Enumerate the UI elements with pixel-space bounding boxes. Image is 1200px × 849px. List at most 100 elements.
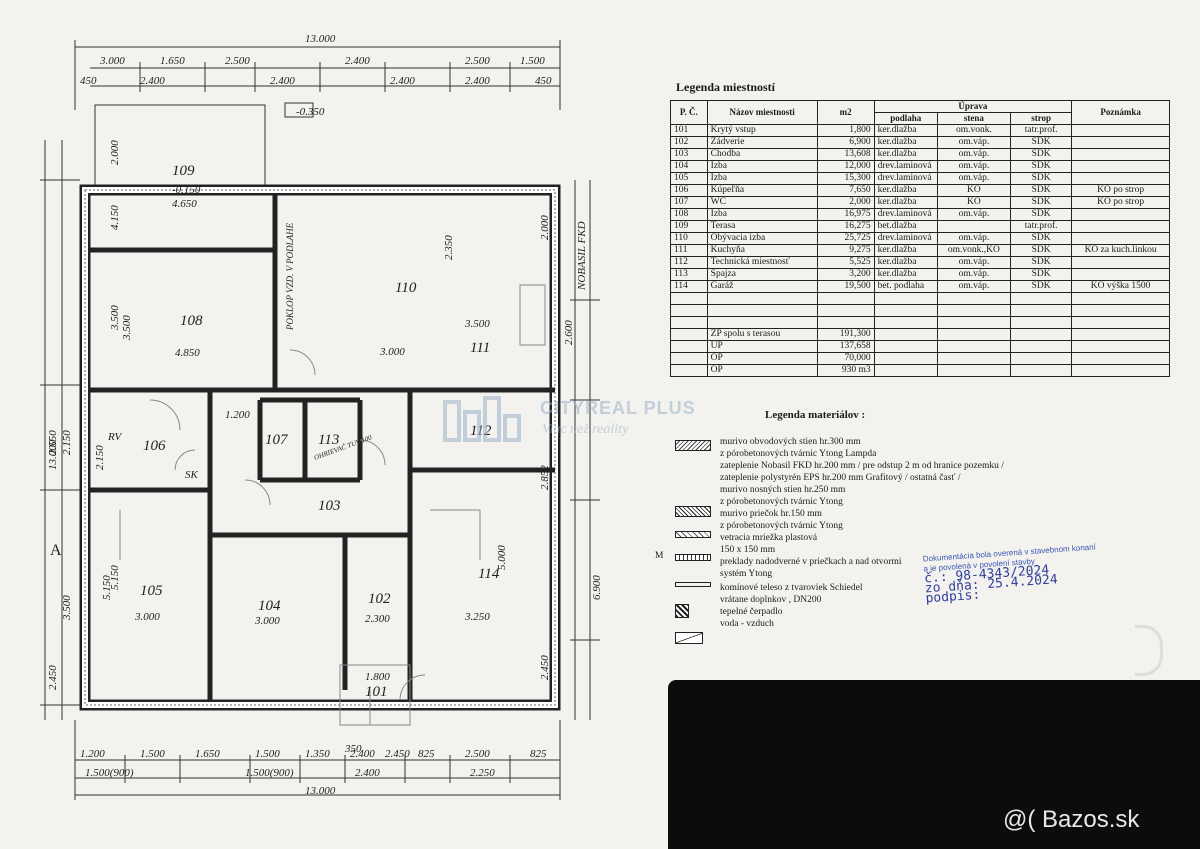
header-note: Poznámka bbox=[1071, 100, 1170, 125]
dim-bottom: 2.500 bbox=[465, 748, 490, 760]
room-104-dim: 3.000 bbox=[254, 615, 280, 627]
cell-note: KO po strop bbox=[1071, 184, 1170, 197]
dim-top: 3.000 bbox=[99, 55, 125, 67]
dim-left: 2.000 bbox=[109, 140, 121, 165]
cell-ceiling: SDK bbox=[1010, 208, 1073, 221]
dim-bottom: 2.400 bbox=[355, 767, 380, 779]
totals-label: ZP spolu s terasou bbox=[706, 328, 818, 341]
room-107-id: 107 bbox=[265, 432, 289, 448]
dim-bottom: 2.450 bbox=[385, 748, 410, 760]
room-106-dim: 2.150 bbox=[94, 445, 106, 470]
header-num: P. Č. bbox=[670, 100, 708, 125]
header-ceiling: strop bbox=[1010, 112, 1073, 125]
cell-name: Zádverie bbox=[706, 136, 818, 149]
cell-ceiling: tatr.prof. bbox=[1010, 220, 1073, 233]
material-line: z pórobetonových tvárnic Ytong bbox=[720, 521, 843, 531]
cell-area: 7,650 bbox=[816, 184, 875, 197]
company-logo-icon bbox=[443, 396, 521, 442]
cell-note: KO po strop bbox=[1071, 196, 1170, 209]
cell-floor: ker.dlažba bbox=[873, 184, 938, 197]
cell-note bbox=[1071, 172, 1170, 185]
dim-bottom: 825 bbox=[418, 748, 435, 760]
dim-top: 2.400 bbox=[345, 55, 370, 67]
cell-area: 12,000 bbox=[816, 160, 875, 173]
cell-floor: ker.dlažba bbox=[873, 268, 938, 281]
dim-right: 2.852 bbox=[539, 465, 551, 490]
outer-wall-swatch bbox=[675, 440, 711, 451]
cell-wall: om.váp. bbox=[936, 172, 1012, 185]
room-101-id: 101 bbox=[365, 684, 388, 700]
totals-label: OP bbox=[706, 352, 818, 365]
dim-top: 2.400 bbox=[390, 75, 415, 87]
cell-name: Špajza bbox=[706, 268, 818, 281]
rv-label: RV bbox=[107, 431, 123, 443]
dim-left: 2.550 bbox=[47, 430, 59, 455]
cell-ceiling: SDK bbox=[1010, 280, 1073, 293]
material-line: z pórobetonových tvárnic Ytong Lampda bbox=[720, 449, 877, 459]
cell-area: 16,975 bbox=[816, 208, 875, 221]
cell-wall: om.váp. bbox=[936, 208, 1012, 221]
cell-wall: om.váp. bbox=[936, 256, 1012, 269]
dim-left: 3.500 bbox=[61, 595, 73, 621]
material-line: 150 x 150 mm bbox=[720, 545, 776, 555]
room-113-id: 113 bbox=[318, 432, 339, 448]
totals-value: 930 m3 bbox=[816, 364, 875, 377]
material-line: komínové teleso z tvaroviek Schiedel bbox=[720, 583, 863, 593]
dim-bottom: 1.650 bbox=[195, 748, 220, 760]
cell-num: 109 bbox=[670, 220, 708, 233]
cell-num: 111 bbox=[670, 244, 708, 257]
material-line: zateplenie Nobasil FKD hr.200 mm / pre o… bbox=[720, 461, 1004, 471]
cell-name: Technická miestnosť bbox=[706, 256, 818, 269]
header-area: m2 bbox=[816, 100, 875, 125]
cell-floor: bet. podlaha bbox=[873, 280, 938, 293]
cell-area: 3,200 bbox=[816, 268, 875, 281]
dim-top: 2.400 bbox=[270, 75, 295, 87]
cell-name: Obývacia izba bbox=[706, 232, 818, 245]
cell-wall bbox=[936, 220, 1012, 233]
cell-num: 114 bbox=[670, 280, 708, 293]
room-114-dim: 5.000 bbox=[496, 545, 508, 570]
cell-num: 110 bbox=[670, 232, 708, 245]
material-line: murivo obvodových stien hr.300 mm bbox=[720, 437, 861, 447]
door-dim: 1.200 bbox=[225, 409, 250, 421]
cell-name: Kuchyňa bbox=[706, 244, 818, 257]
cell-floor: drev.laminová bbox=[873, 160, 938, 173]
cell-floor: drev.laminová bbox=[873, 208, 938, 221]
heating-note: POKLOP VZD. V PODLAHE bbox=[285, 222, 295, 331]
bracket-mark bbox=[1135, 625, 1163, 676]
dim-right: 6.900 bbox=[591, 575, 603, 600]
material-line: preklady nadodverné v priečkach a nad ot… bbox=[720, 557, 902, 567]
cell-area: 5,525 bbox=[816, 256, 875, 269]
dim-bottom: 1.500 bbox=[140, 748, 165, 760]
dim-bottom: 1.200 bbox=[80, 748, 105, 760]
room-105-id: 105 bbox=[140, 583, 163, 599]
cell-floor: drev.laminová bbox=[873, 232, 938, 245]
cell-area: 19,500 bbox=[816, 280, 875, 293]
cell-note bbox=[1071, 268, 1170, 281]
dim-bottom: 2.250 bbox=[470, 767, 495, 779]
cell-area: 2,000 bbox=[816, 196, 875, 209]
cell-floor: drev.laminová bbox=[873, 172, 938, 185]
cell-num: 102 bbox=[670, 136, 708, 149]
material-line: zateplenie polystyrén EPS hr.200 mm Graf… bbox=[720, 473, 961, 483]
cell-num: 113 bbox=[670, 268, 708, 281]
cell-area: 15,300 bbox=[816, 172, 875, 185]
partition-wall-swatch bbox=[675, 531, 711, 538]
cell-wall: KO bbox=[936, 196, 1012, 209]
material-line: z pórobetonových tvárnic Ytong bbox=[720, 497, 843, 507]
cell-wall: om.váp. bbox=[936, 136, 1012, 149]
cell-ceiling: SDK bbox=[1010, 160, 1073, 173]
room-108-dim: 3.500 bbox=[121, 315, 133, 341]
dim-top: 450 bbox=[535, 75, 552, 87]
dim-top: 1.500 bbox=[520, 55, 545, 67]
header-name: Názov miestnosti bbox=[706, 100, 818, 125]
cell-note: KO výška 1500 bbox=[1071, 280, 1170, 293]
room-114-dim2: 3.250 bbox=[464, 611, 490, 623]
cell-ceiling: SDK bbox=[1010, 232, 1073, 245]
header-wall: stena bbox=[936, 112, 1012, 125]
